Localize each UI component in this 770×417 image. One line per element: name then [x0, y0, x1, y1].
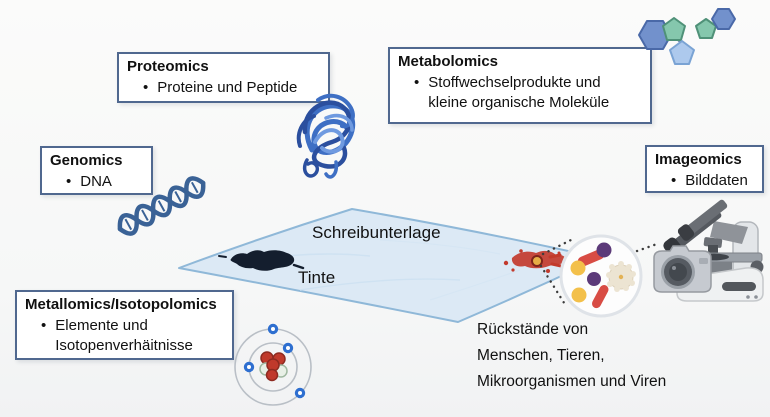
microbe-dot-icon	[587, 272, 601, 286]
metallomics-box: Metallomics/Isotopolomics • Elemente und…	[15, 290, 234, 360]
genomics-box: Genomics • DNA	[40, 146, 153, 195]
metallomics-bullet: Elemente und Isotopenverhäitnisse	[55, 317, 193, 355]
proteomics-bullet: Proteine und Peptide	[157, 79, 298, 97]
bacteria-rod-icon	[591, 284, 609, 309]
metallomics-title: Metallomics/Isotopolomics	[25, 296, 217, 313]
metabolomics-box: Metabolomics • Stoffwechselprodukte und …	[388, 47, 652, 124]
pad-label: Schreibunterlage	[312, 223, 441, 242]
virus-particle-icon	[606, 261, 636, 292]
bullet-icon: •	[414, 74, 420, 92]
bullet-icon: •	[143, 79, 149, 97]
bullet-icon: •	[66, 173, 72, 191]
ink-label: Tinte	[298, 268, 336, 287]
genomics-bullet: DNA	[80, 173, 112, 191]
microbe-dot-icon	[596, 242, 612, 258]
imageomics-bullet: Bilddaten	[685, 172, 748, 190]
proteomics-title: Proteomics	[127, 58, 209, 75]
bullet-icon: •	[671, 172, 677, 190]
residue-magnifier-circle	[559, 234, 643, 318]
proteomics-box: Proteomics • Proteine und Peptide	[117, 52, 330, 103]
imageomics-box: Imageomics • Bilddaten	[645, 145, 764, 193]
microbe-dot-icon	[570, 260, 586, 276]
microbe-dot-icon	[571, 287, 587, 303]
metabolomics-bullet: Stoffwechselprodukte und kleine organisc…	[428, 74, 610, 112]
magnifier-dotted-lines	[539, 237, 659, 308]
metabolomics-title: Metabolomics	[398, 53, 499, 70]
residues-label: Rückstände von Menschen, Tieren, Mikroor…	[477, 321, 667, 391]
residue-splatter	[503, 249, 566, 273]
imageomics-title: Imageomics	[655, 151, 742, 168]
bullet-icon: •	[41, 317, 47, 335]
genomics-title: Genomics	[50, 152, 123, 169]
